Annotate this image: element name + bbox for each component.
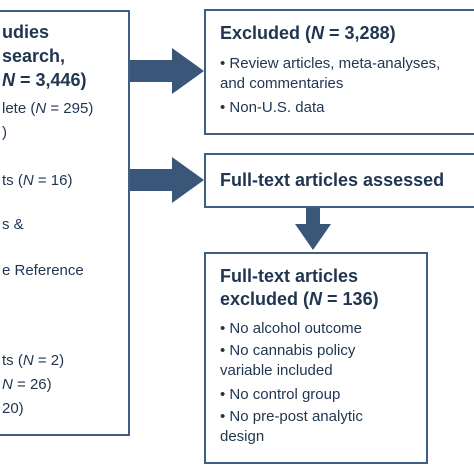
excluded-bullet-line-2: and commentaries <box>220 75 344 92</box>
left-heading-line-1: udies <box>2 22 50 42</box>
excluded-box: Excluded (N = 3,288) • Review articles, … <box>204 9 474 135</box>
fulltext-excluded-bullet-line-1: • No alcohol outcome <box>220 320 362 337</box>
arrow-right-to-excluded <box>130 48 204 94</box>
left-heading-line-2: search, <box>2 46 66 66</box>
fulltext-excluded-title-line-1: Full-text articles <box>220 266 359 286</box>
left-line-7: N = 26) <box>2 376 52 393</box>
excluded-bullet-line-1: • Review articles, meta-analyses, <box>220 55 441 72</box>
arrow-right-to-fulltext-assessed-shape <box>130 157 204 203</box>
left-line-1: lete (N = 295) <box>2 100 94 117</box>
excluded-bullet-line-3: • Non-U.S. data <box>220 99 325 116</box>
left-line-2: ) <box>2 124 7 141</box>
arrow-right-to-fulltext-assessed <box>130 157 204 203</box>
fulltext-excluded-title-line-2: excluded (N = 136) <box>220 289 379 309</box>
left-line-3: ts (N = 16) <box>2 172 73 189</box>
fulltext-excluded-bullet-line-3: variable included <box>220 362 333 379</box>
arrow-right-to-excluded-shape <box>130 48 204 94</box>
fulltext-assessed-box: Full-text articles assessed <box>204 153 474 208</box>
left-line-5: e Reference <box>2 262 84 279</box>
fulltext-excluded-bullet-line-4: • No control group <box>220 386 341 403</box>
left-flow-box: udies search, N = 3,446) lete (N = 295) … <box>0 10 130 436</box>
fulltext-assessed-title: Full-text articles assessed <box>220 170 445 190</box>
fulltext-excluded-bullet-line-5: • No pre-post analytic <box>220 408 363 425</box>
left-line-6: ts (N = 2) <box>2 352 65 369</box>
arrow-down-to-fulltext-excluded-shape <box>295 208 331 250</box>
fulltext-excluded-bullet-line-2: • No cannabis policy <box>220 342 356 359</box>
arrow-down-to-fulltext-excluded <box>295 208 331 250</box>
left-line-4: s & <box>2 216 24 233</box>
excluded-title: Excluded (N = 3,288) <box>220 23 396 43</box>
left-heading-line-3: N = 3,446) <box>2 70 87 90</box>
left-line-8: 20) <box>2 400 24 417</box>
fulltext-excluded-box: Full-text articles excluded (N = 136) • … <box>204 252 428 464</box>
fulltext-excluded-bullet-line-6: design <box>220 428 265 445</box>
